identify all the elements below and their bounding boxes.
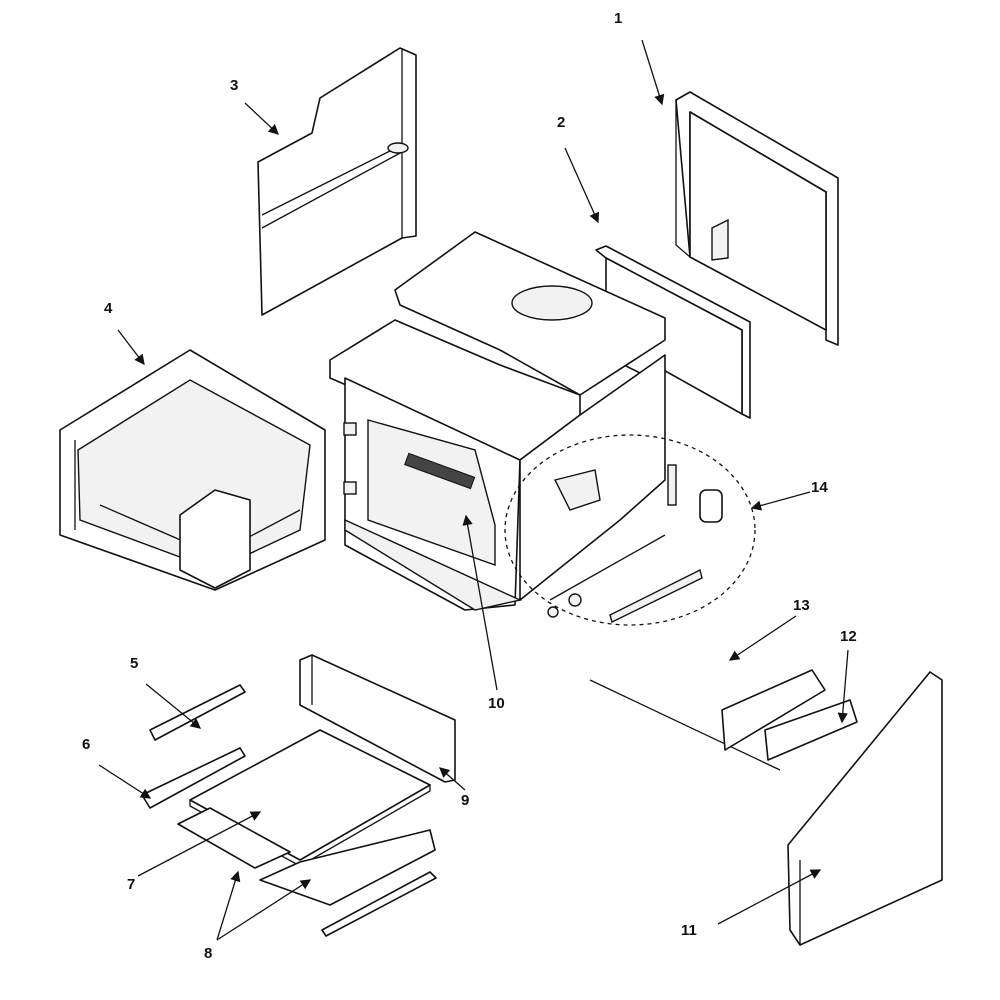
part-9-front-bracket [299,654,456,783]
callout-6: 6 [82,736,91,753]
callout-11: 11 [681,922,697,939]
callout-13: 13 [793,597,810,614]
part-3-side-panel [257,47,417,316]
callout-10: 10 [488,695,505,712]
part-6-rail [141,747,246,809]
part-8-plates [177,807,437,937]
leader-lines [98,39,849,941]
part-5-bracket [149,684,246,741]
callout-1: 1 [614,10,623,27]
part-11-side-panel [787,671,943,946]
callout-5: 5 [130,655,139,672]
part-14-control-components [504,434,756,626]
callout-4: 4 [104,300,113,317]
part-13-tubes [589,669,826,771]
callout-7: 7 [127,876,136,893]
callout-12: 12 [840,628,857,645]
part-1-rear-panel [675,91,839,346]
callout-2: 2 [557,114,566,131]
callout-14: 14 [811,479,828,496]
callout-8: 8 [204,945,213,962]
callout-9: 9 [461,792,470,809]
part-12-cover [764,699,858,761]
part-4-firebrick-liner [59,349,326,591]
callout-3: 3 [230,77,239,94]
